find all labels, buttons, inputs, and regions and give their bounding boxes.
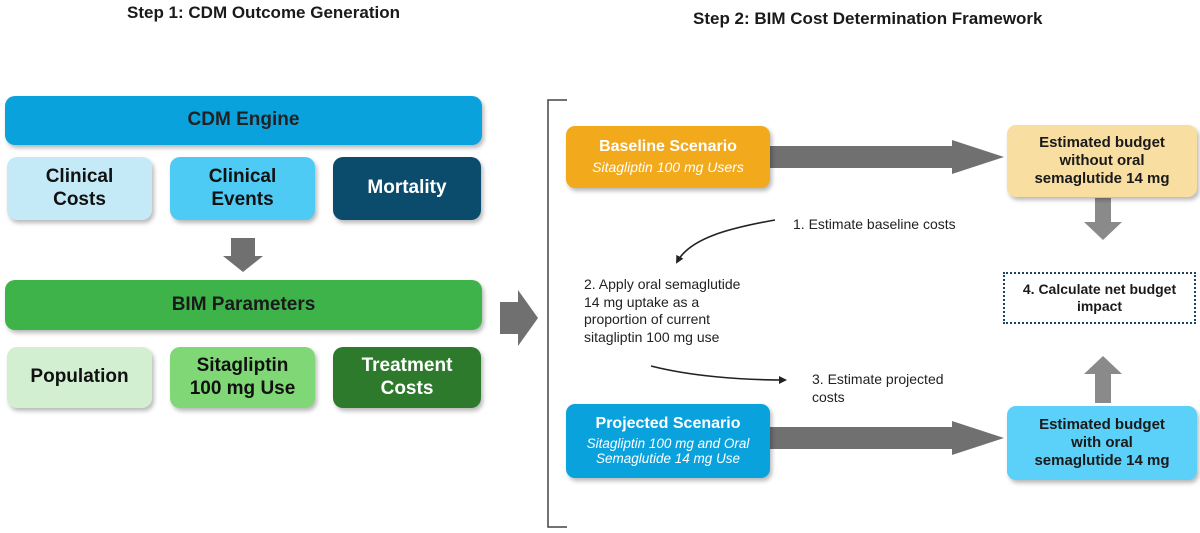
bim-parameters-box: BIM Parameters bbox=[5, 280, 482, 330]
baseline-scenario-box: Baseline Scenario Sitagliptin 100 mg Use… bbox=[566, 126, 770, 188]
sitagliptin-use-line2: 100 mg Use bbox=[189, 377, 296, 399]
step-label-3-line2: costs bbox=[812, 388, 845, 405]
step-label-1: 1. Estimate baseline costs bbox=[793, 216, 956, 232]
cdm-engine-label: CDM Engine bbox=[187, 109, 300, 131]
clinical-events-line2: Events bbox=[211, 188, 274, 210]
step-label-2-line3: proportion of current bbox=[584, 311, 711, 327]
baseline-arrow-icon bbox=[770, 140, 1004, 174]
treatment-costs-line1: Treatment bbox=[361, 355, 453, 377]
budget-with-line3: semaglutide 14 mg bbox=[1034, 451, 1170, 469]
step-label-3: 3. Estimate projected costs bbox=[812, 371, 944, 406]
treatment-costs-box: Treatment Costs bbox=[333, 347, 481, 408]
baseline-scenario-subtitle: Sitagliptin 100 mg Users bbox=[592, 159, 744, 176]
up-arrow-budget-icon bbox=[1084, 356, 1122, 403]
down-arrow-budget-icon bbox=[1084, 198, 1122, 240]
treatment-costs-line2: Costs bbox=[380, 377, 434, 399]
projected-scenario-box: Projected Scenario Sitagliptin 100 mg an… bbox=[566, 404, 770, 478]
step1-title: Step 1: CDM Outcome Generation bbox=[127, 3, 400, 22]
curved-connector-2 bbox=[650, 365, 787, 384]
net-budget-impact-line1: 4. Calculate net budget bbox=[1022, 281, 1177, 298]
budget-with-box: Estimated budget with oral semaglutide 1… bbox=[1007, 406, 1197, 480]
down-arrow-icon bbox=[223, 238, 263, 272]
projected-scenario-subtitle-line2: Semaglutide 14 mg Use bbox=[595, 451, 741, 467]
bim-parameters-label: BIM Parameters bbox=[171, 293, 316, 315]
mortality-label: Mortality bbox=[367, 177, 447, 199]
budget-without-line2: without oral bbox=[1059, 152, 1145, 170]
baseline-scenario-title: Baseline Scenario bbox=[599, 138, 737, 156]
cdm-engine-box: CDM Engine bbox=[5, 96, 482, 145]
step2-title: Step 2: BIM Cost Determination Framework bbox=[693, 9, 1043, 28]
budget-with-line2: with oral bbox=[1071, 434, 1133, 452]
population-box: Population bbox=[7, 347, 152, 408]
mortality-box: Mortality bbox=[333, 157, 481, 220]
budget-without-box: Estimated budget without oral semaglutid… bbox=[1007, 125, 1197, 197]
step-label-2: 2. Apply oral semaglutide 14 mg uptake a… bbox=[584, 276, 740, 346]
clinical-events-line1: Clinical bbox=[208, 166, 277, 188]
sitagliptin-use-box: Sitagliptin 100 mg Use bbox=[170, 347, 315, 408]
net-budget-impact-line2: impact bbox=[1076, 298, 1123, 314]
clinical-costs-line1: Clinical bbox=[45, 166, 114, 188]
step-label-2-line2: 14 mg uptake as a bbox=[584, 293, 700, 310]
projected-scenario-subtitle-line1: Sitagliptin 100 mg and Oral bbox=[586, 435, 750, 451]
net-budget-impact-box: 4. Calculate net budget impact bbox=[1003, 272, 1196, 324]
step2-bracket bbox=[547, 99, 567, 528]
budget-without-line3: semaglutide 14 mg bbox=[1034, 169, 1170, 187]
population-label: Population bbox=[30, 366, 129, 388]
step-transition-arrow-icon bbox=[500, 290, 538, 346]
step-label-2-line4: sitagliptin 100 mg use bbox=[584, 328, 720, 345]
clinical-costs-box: Clinical Costs bbox=[7, 157, 152, 220]
projected-scenario-title: Projected Scenario bbox=[595, 414, 741, 432]
clinical-costs-line2: Costs bbox=[53, 188, 106, 210]
curved-connector-1 bbox=[676, 219, 776, 264]
budget-without-line1: Estimated budget bbox=[1039, 134, 1165, 152]
step-label-2-line1: 2. Apply oral semaglutide bbox=[584, 276, 741, 292]
projected-arrow-icon bbox=[770, 421, 1004, 455]
budget-with-line1: Estimated budget bbox=[1039, 416, 1165, 434]
step-label-3-line1: 3. Estimate projected bbox=[812, 371, 944, 387]
sitagliptin-use-line1: Sitagliptin bbox=[196, 355, 289, 377]
clinical-events-box: Clinical Events bbox=[170, 157, 315, 220]
